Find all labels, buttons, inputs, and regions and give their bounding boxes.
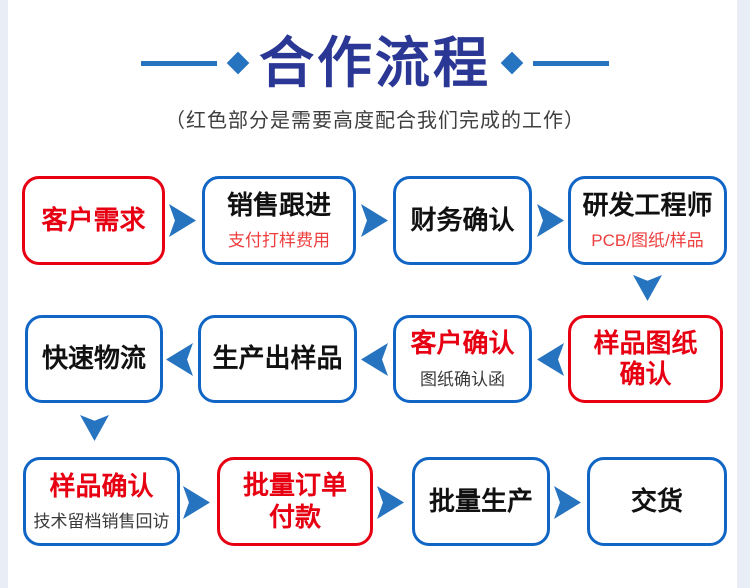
node-title: 批量生产	[428, 485, 533, 516]
right-edge-strip	[737, 0, 750, 588]
node-fast-logistics: 快速物流	[25, 315, 163, 403]
node-title: 研发工程师	[582, 189, 713, 220]
node-title: 客户确认	[410, 328, 515, 359]
node-title: 交货	[630, 485, 683, 516]
arrow-left-icon	[361, 343, 388, 376]
node-subtitle: 技术留档销售回访	[33, 512, 170, 532]
node-produce-sample: 生产出样品	[198, 315, 357, 403]
node-subtitle: 图纸确认函	[420, 369, 505, 389]
node-delivery: 交货	[587, 457, 727, 546]
right-diamond-icon	[500, 51, 524, 75]
arrow-down-icon	[633, 275, 662, 301]
page-title: 合作流程	[258, 31, 491, 94]
arrow-left-icon	[166, 343, 193, 376]
left-diamond-icon	[226, 51, 250, 75]
node-title: 样品图纸 确认	[593, 327, 698, 389]
node-title: 批量订单 付款	[242, 470, 347, 532]
left-deco-line	[140, 60, 217, 66]
arrow-right-icon	[361, 204, 388, 237]
node-subtitle: 支付打样费用	[228, 231, 330, 251]
node-finance-confirm: 财务确认	[393, 176, 532, 265]
arrow-down-icon	[80, 415, 109, 441]
node-sample-confirm: 样品确认 技术留档销售回访	[23, 457, 180, 546]
node-sample-drawing-confirm: 样品图纸 确认	[568, 315, 723, 403]
arrow-left-icon	[537, 343, 564, 376]
node-title: 生产出样品	[212, 343, 343, 374]
left-edge-strip	[0, 0, 8, 588]
arrow-right-icon	[169, 204, 196, 237]
node-sales-followup: 销售跟进 支付打样费用	[202, 176, 356, 265]
arrow-right-icon	[183, 486, 210, 519]
node-rd-engineer: 研发工程师 PCB/图纸/样品	[568, 176, 727, 265]
node-title: 财务确认	[410, 204, 515, 235]
arrow-right-icon	[537, 204, 564, 237]
title-banner: 合作流程	[0, 28, 750, 98]
arrow-right-icon	[377, 486, 404, 519]
node-bulk-production: 批量生产	[412, 457, 550, 546]
right-deco-line	[533, 60, 609, 66]
node-subtitle: PCB/图纸/样品	[591, 231, 704, 251]
arrow-right-icon	[554, 486, 581, 519]
node-customer-demand: 客户需求	[22, 176, 165, 265]
node-title: 客户需求	[41, 204, 146, 235]
node-customer-confirm: 客户确认 图纸确认函	[393, 315, 532, 403]
node-bulk-order-payment: 批量订单 付款	[217, 457, 373, 546]
node-title: 销售跟进	[226, 189, 331, 220]
page-subtitle: （红色部分是需要高度配合我们完成的工作）	[165, 110, 585, 132]
node-title: 快速物流	[41, 343, 146, 374]
node-title: 样品确认	[49, 470, 154, 501]
